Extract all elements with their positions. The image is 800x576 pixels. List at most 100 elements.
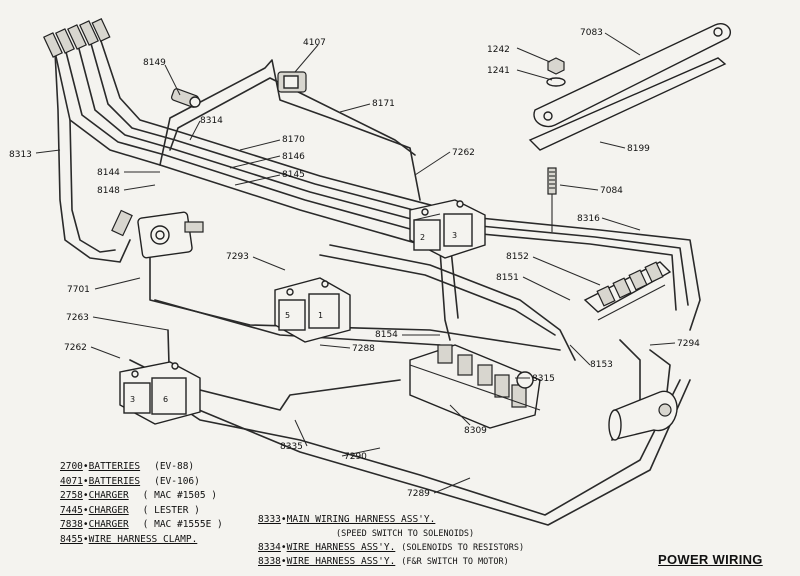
callout-7263: 7263 [66, 313, 89, 323]
legend-note: ( MAC #1505 ) [142, 490, 218, 501]
mounting-bar [528, 23, 732, 151]
resistor-bank [583, 261, 672, 321]
callout-8309: 8309 [464, 426, 487, 436]
cell-5: 5 [285, 311, 290, 320]
legend-row: 2758•CHARGER ( MAC #1505 ) [60, 489, 223, 504]
legend-note: (EV-106) [154, 475, 200, 487]
callout-8153: 8153 [590, 360, 613, 370]
cell-3b: 3 [130, 395, 135, 404]
legend-code: 2700 [60, 461, 83, 472]
legend-row: 8338•WIRE HARNESS ASS'Y.(F&R SWITCH TO M… [258, 555, 524, 569]
legend-label: MAIN WIRING HARNESS ASS'Y. [286, 514, 436, 525]
legend-code: 7445 [60, 504, 83, 516]
legend-separator: • [82, 475, 89, 487]
legend-label: BATTERIES [88, 475, 141, 487]
callout-8148: 8148 [97, 186, 120, 196]
legend-separator: • [280, 556, 287, 567]
callout-8171: 8171 [372, 99, 395, 109]
solenoid-bank [409, 344, 541, 429]
callout-8315: 8315 [532, 374, 555, 384]
legend-row: 2700•BATTERIES (EV-88) [60, 460, 223, 475]
callout-7294: 7294 [677, 339, 700, 349]
legend-separator: • [82, 519, 89, 530]
bolt-7084 [547, 167, 557, 232]
battery-pair-top: 2 3 [409, 199, 486, 259]
speed-switch-plugs [43, 18, 111, 58]
callout-7262-left: 7262 [64, 343, 87, 353]
legend-note: (EV-88) [154, 461, 195, 472]
battery-pair-middle: 5 1 [274, 277, 351, 343]
legend-row: 8333•MAIN WIRING HARNESS ASS'Y. [258, 513, 524, 527]
callout-1241: 1241 [487, 66, 510, 76]
cell-2: 2 [420, 233, 425, 242]
legend-label: WIRE HARNESS ASS'Y. [286, 556, 396, 567]
legend-code: 2758 [60, 490, 83, 501]
callout-8199: 8199 [627, 144, 650, 154]
callout-8314: 8314 [200, 116, 223, 126]
reverse-buzzer [170, 88, 201, 108]
callout-8152: 8152 [506, 252, 529, 262]
callout-7293: 7293 [226, 252, 249, 262]
callout-7288: 7288 [352, 344, 375, 354]
cell-1: 1 [318, 311, 323, 320]
callout-8316: 8316 [577, 214, 600, 224]
legend-code: 8455 [60, 533, 83, 545]
callout-8335: 8335 [280, 442, 303, 452]
callout-8146: 8146 [282, 152, 305, 162]
harness-legend: 8333•MAIN WIRING HARNESS ASS'Y.(SPEED SW… [258, 513, 524, 569]
callout-7262-top: 7262 [452, 148, 475, 158]
callout-1242: 1242 [487, 45, 510, 55]
legend-label: WIRE HARNESS CLAMP. [88, 533, 198, 545]
callout-8151: 8151 [496, 273, 519, 283]
cell-3: 3 [452, 231, 457, 240]
callout-7290: 7290 [344, 452, 367, 462]
legend-code: 8338 [258, 556, 281, 567]
legend-label: CHARGER [88, 519, 129, 530]
legend-row: 7445•CHARGER ( LESTER ) [60, 504, 223, 519]
drive-motor [608, 390, 678, 441]
legend-separator: • [280, 542, 287, 553]
legend-separator: • [82, 461, 89, 472]
callout-7289: 7289 [407, 489, 430, 499]
page-title: POWER WIRING [658, 552, 763, 567]
legend-code: 8334 [258, 542, 281, 553]
callout-4107: 4107 [303, 38, 326, 48]
legend-row: 7838•CHARGER ( MAC #1555E ) [60, 518, 223, 533]
component-4107 [277, 71, 307, 93]
battery-pair-left: 3 6 [119, 361, 201, 425]
legend-separator: • [82, 490, 89, 501]
legend-code: 7838 [60, 519, 83, 530]
callout-7083: 7083 [580, 28, 603, 38]
callout-8145: 8145 [282, 170, 305, 180]
legend-row: 8455•WIRE HARNESS CLAMP. [60, 533, 223, 548]
fr-switch-assembly [111, 209, 204, 259]
legend-label: CHARGER [88, 504, 129, 516]
legend-separator: • [82, 533, 89, 545]
callout-8149: 8149 [143, 58, 166, 68]
legend-label: WIRE HARNESS ASS'Y. [286, 542, 396, 553]
legend-note: ( LESTER ) [142, 504, 200, 516]
legend-code: 8333 [258, 514, 281, 525]
legend-code: 4071 [60, 475, 83, 487]
legend-note: (SPEED SWITCH TO SOLENOIDS) [336, 529, 475, 539]
legend-subrow: (SPEED SWITCH TO SOLENOIDS) [258, 527, 524, 541]
legend-note: ( MAC #1555E ) [142, 519, 223, 530]
callout-8313: 8313 [9, 150, 32, 160]
parts-legend: 2700•BATTERIES(EV-88)4071•BATTERIES(EV-1… [60, 460, 223, 547]
callout-7701: 7701 [67, 285, 90, 295]
callout-8144: 8144 [97, 168, 120, 178]
legend-note: (SOLENOIDS TO RESISTORS) [401, 543, 525, 553]
cell-6: 6 [163, 395, 168, 404]
callout-8154: 8154 [375, 330, 398, 340]
callout-8170: 8170 [282, 135, 305, 145]
callout-7084: 7084 [600, 186, 623, 196]
legend-separator: • [82, 504, 89, 516]
legend-label: BATTERIES [88, 461, 141, 472]
legend-row: 4071•BATTERIES (EV-106) [60, 475, 223, 490]
callout-labels: 4107 1242 7083 1241 8149 8171 8313 8314 … [9, 28, 700, 499]
legend-label: CHARGER [88, 490, 129, 501]
leader-lines [35, 32, 676, 494]
legend-separator: • [280, 514, 287, 525]
